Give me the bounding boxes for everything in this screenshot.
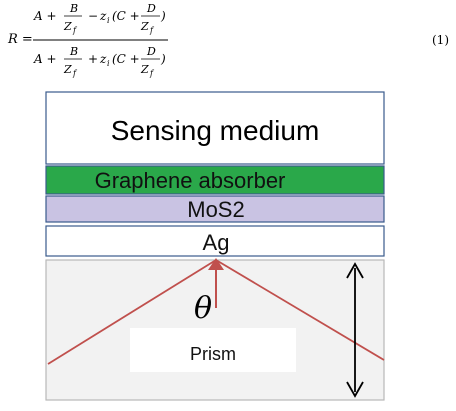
num-zi: z xyxy=(99,9,107,23)
num-zi-sub: i xyxy=(107,16,110,25)
den-zf2-sub: f xyxy=(149,69,155,78)
equation: R = A + B Z f − z i (C + D Z f ) A + B Z… xyxy=(0,0,456,80)
den-zi-sub: i xyxy=(107,59,110,68)
thickness-arrow-bottom xyxy=(346,381,364,398)
ag-layer xyxy=(45,225,385,257)
graphene-layer xyxy=(45,165,385,195)
theta-symbol: θ xyxy=(194,291,212,326)
den-c: (C + xyxy=(112,52,140,66)
num-zf2-sub: f xyxy=(149,26,155,35)
num-zf-sub: f xyxy=(72,26,78,35)
sensing-medium-label: Sensing medium xyxy=(111,115,320,146)
den-b: B xyxy=(69,45,78,58)
num-d: D xyxy=(146,2,156,15)
num-zf2: Z xyxy=(140,20,149,33)
den-zf2: Z xyxy=(140,63,149,76)
graphene-label: Graphene absorber xyxy=(95,168,286,193)
num-close: ) xyxy=(160,9,166,23)
formula-lhs: R = xyxy=(7,32,33,47)
prism-label: Prism xyxy=(190,344,236,364)
equation-number: (1) xyxy=(432,33,449,47)
mos2-layer xyxy=(45,195,385,223)
den-close: ) xyxy=(160,52,166,66)
num-zf: Z xyxy=(63,20,72,33)
incident-ray xyxy=(47,259,217,365)
num-a: A + xyxy=(33,9,57,23)
layer-stack-figure: Sensing medium Graphene absorber MoS2 Ag… xyxy=(45,91,385,401)
prism-label-box xyxy=(130,328,296,372)
thickness-arrow-top xyxy=(346,262,364,279)
num-c: (C + xyxy=(112,9,140,23)
normal-arrowhead xyxy=(208,258,224,270)
reflected-ray xyxy=(215,259,385,361)
num-b: B xyxy=(69,2,78,15)
den-zf: Z xyxy=(63,63,72,76)
den-plus: + xyxy=(88,52,98,66)
reflectance-formula: R = A + B Z f − z i (C + D Z f ) A + B Z… xyxy=(7,2,168,78)
den-a: A + xyxy=(33,52,57,66)
den-d: D xyxy=(146,45,156,58)
sensing-medium-layer xyxy=(45,91,385,165)
spr-sensor-diagram: Sensing medium Graphene absorber MoS2 Ag… xyxy=(44,90,388,406)
ag-label: Ag xyxy=(203,230,230,255)
den-zi: z xyxy=(99,52,107,66)
mos2-label: MoS2 xyxy=(187,197,244,222)
den-zf-sub: f xyxy=(72,69,78,78)
num-minus: − xyxy=(88,9,98,23)
